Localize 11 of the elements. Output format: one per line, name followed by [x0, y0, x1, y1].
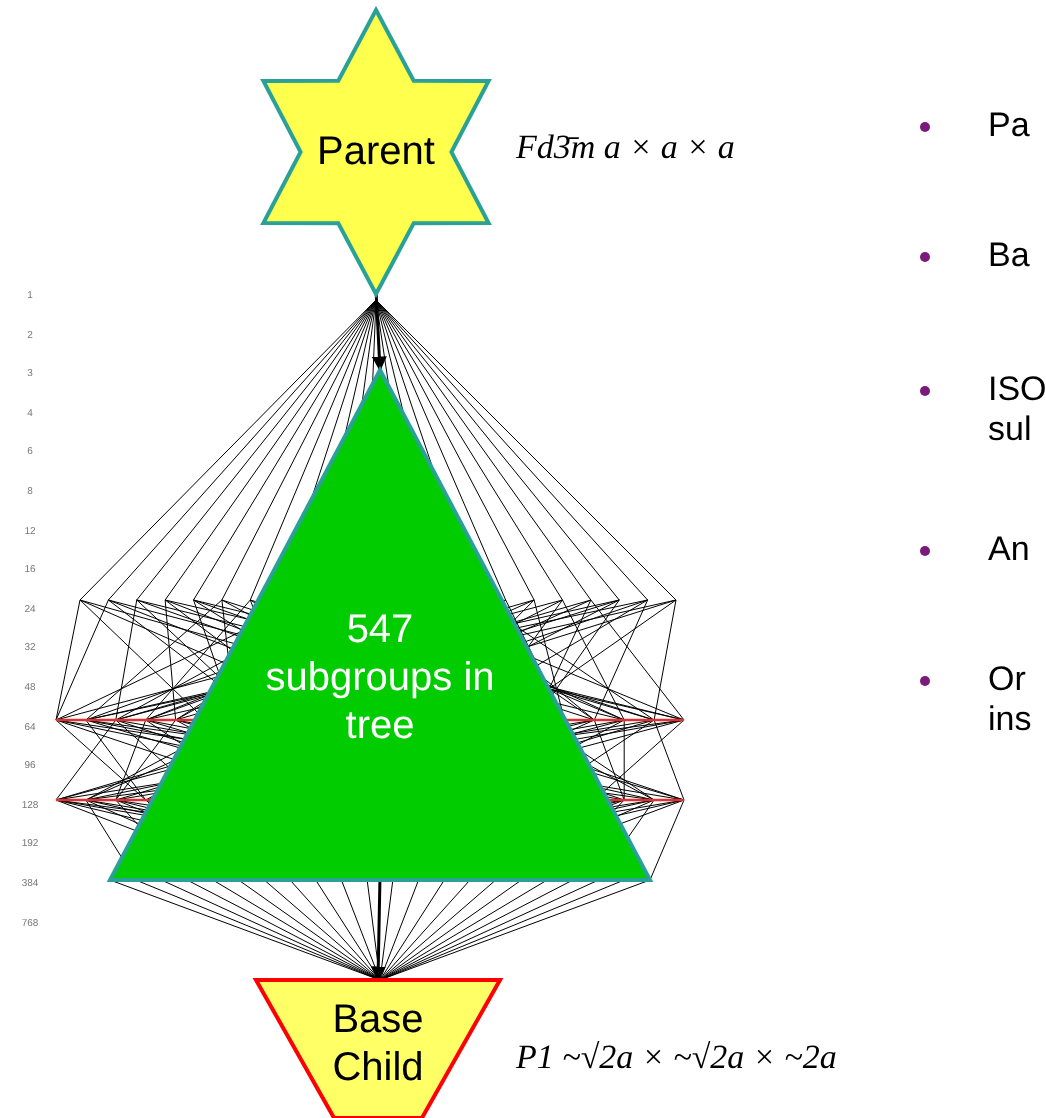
node-label: Base Child [330, 996, 426, 1092]
bullet-text: Or ins [988, 660, 1034, 740]
bullet-text: An [988, 530, 1032, 570]
arrow [371, 289, 387, 372]
bullet-text: ISO sul [988, 370, 1046, 450]
bullet-text: Pa [988, 106, 1032, 146]
node-label: Parent [315, 128, 437, 176]
lattice-formula: P1 ~√2a × ~√2a × ~2a [516, 1038, 837, 1078]
node-label: 547 subgroups in tree [263, 606, 497, 750]
lattice-formula: Fd3̄m a × a × a [516, 128, 735, 168]
bullet-text: Ba [988, 236, 1032, 276]
